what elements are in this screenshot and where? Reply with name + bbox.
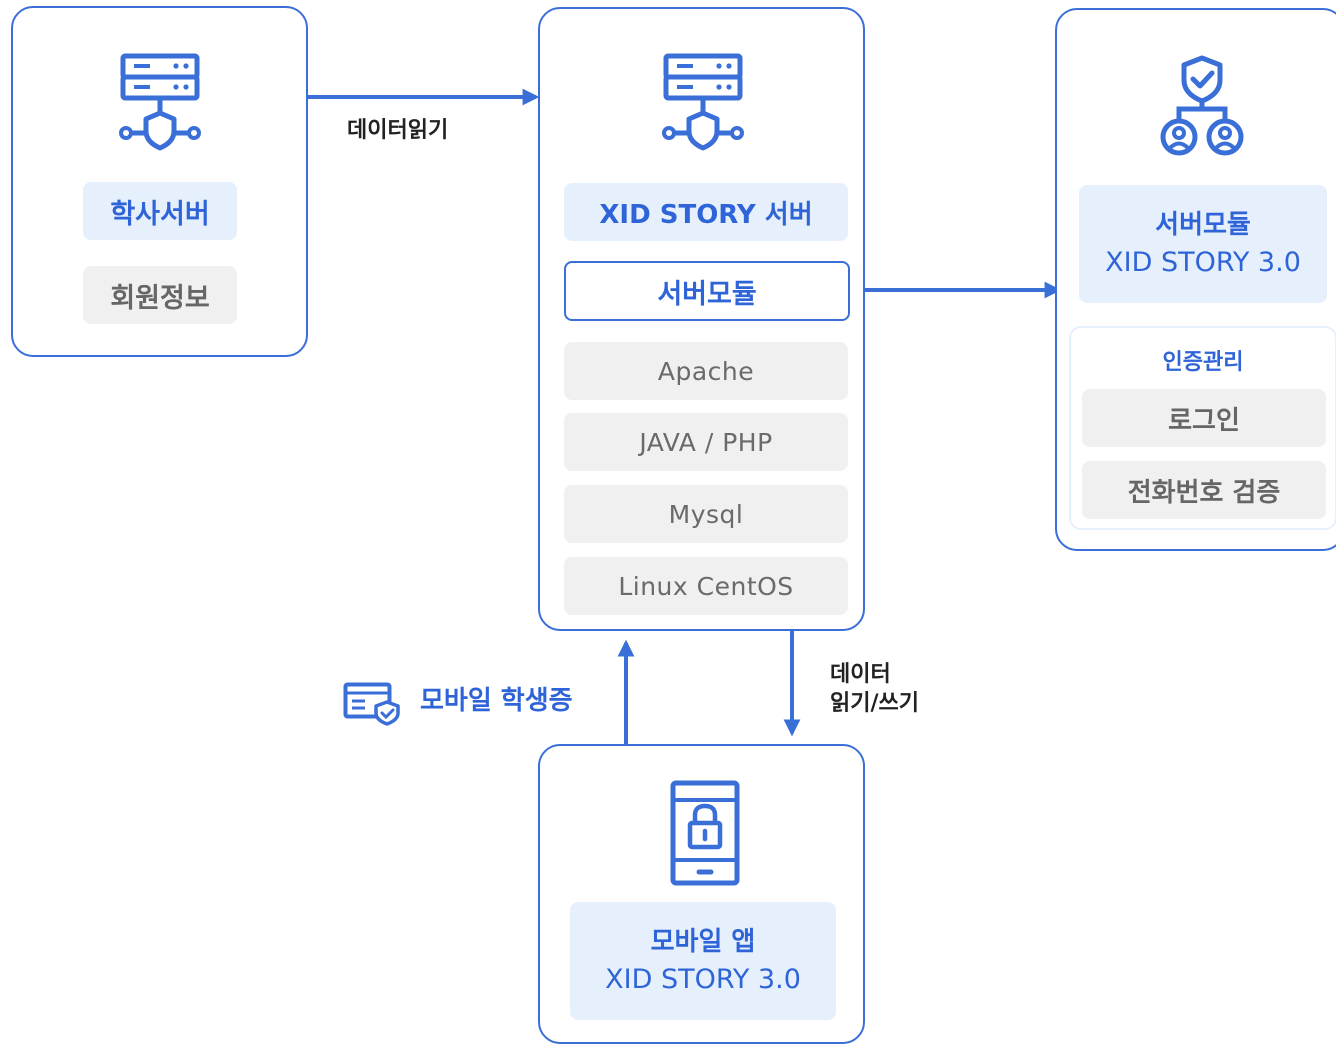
xid-server-title: XID STORY 서버 [564,183,848,241]
stack-item-java-php: JAVA / PHP [564,413,848,471]
server-module-title: 서버모듈 XID STORY 3.0 [1079,185,1327,303]
academic-server-title: 학사서버 [83,182,237,240]
server-module-box: 서버모듈 XID STORY 3.0 인증관리 로그인 전화번호 검증 [1055,8,1336,551]
server-shield-icon [119,53,201,151]
mobile-app-title-line2: XID STORY 3.0 [605,964,801,995]
server-shield-icon [662,53,744,151]
read-data-label: 데이터읽기 [347,118,449,143]
auth-item-login: 로그인 [1082,389,1326,447]
mobile-app-title-line1: 모바일 앱 [650,927,756,957]
read-write-label-line2: 읽기/쓰기 [830,691,919,716]
mobile-app-box: 모바일 앱 XID STORY 3.0 [538,744,865,1044]
member-info-item: 회원정보 [83,266,237,324]
server-module-title-line1: 서버모듈 [1155,210,1251,240]
mobile-student-id-label: 모바일 학생증 [420,686,573,716]
mobile-app-title: 모바일 앱 XID STORY 3.0 [570,902,836,1020]
auth-item-phone-verify: 전화번호 검증 [1082,461,1326,519]
xid-story-server-box: XID STORY 서버 서버모듈 Apache JAVA / PHP Mysq… [538,7,865,631]
phone-lock-icon [670,780,740,886]
stack-item-linux-centos: Linux CentOS [564,557,848,615]
auth-management-panel: 인증관리 로그인 전화번호 검증 [1069,326,1336,530]
users-shield-icon [1160,55,1244,156]
auth-management-title: 인증관리 [1162,350,1244,375]
academic-server-box: 학사서버 회원정보 [11,6,308,357]
server-module-title-line2: XID STORY 3.0 [1105,247,1301,278]
stack-item-mysql: Mysql [564,485,848,543]
read-write-label-line1: 데이터 [830,662,891,687]
stack-item-apache: Apache [564,342,848,400]
server-module-pill: 서버모듈 [564,261,850,321]
id-card-shield-icon [343,682,400,726]
read-write-label: 데이터 읽기/쓰기 [830,660,919,718]
